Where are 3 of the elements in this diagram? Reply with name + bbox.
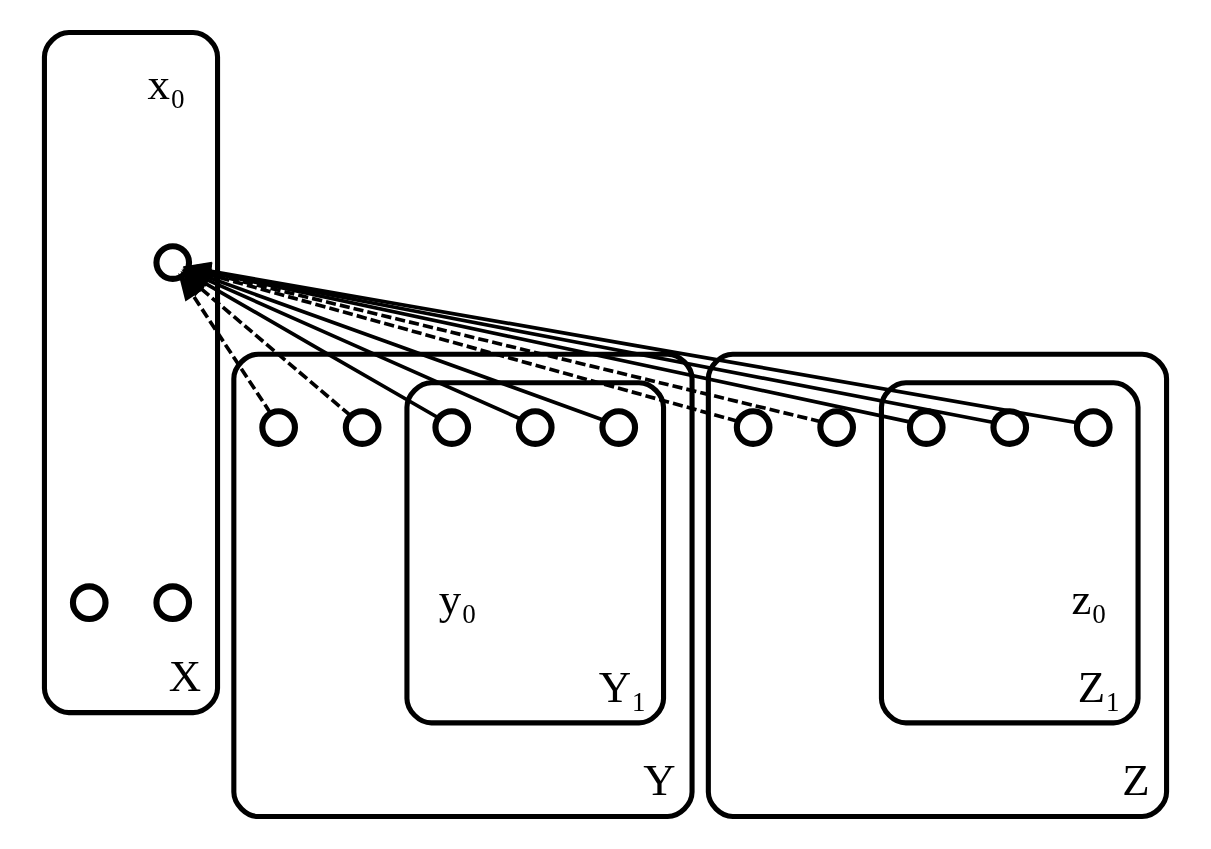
node-label: x₀ [147,58,186,109]
node-label: y₀ [438,574,477,625]
node-label: z₀ [1071,574,1107,625]
